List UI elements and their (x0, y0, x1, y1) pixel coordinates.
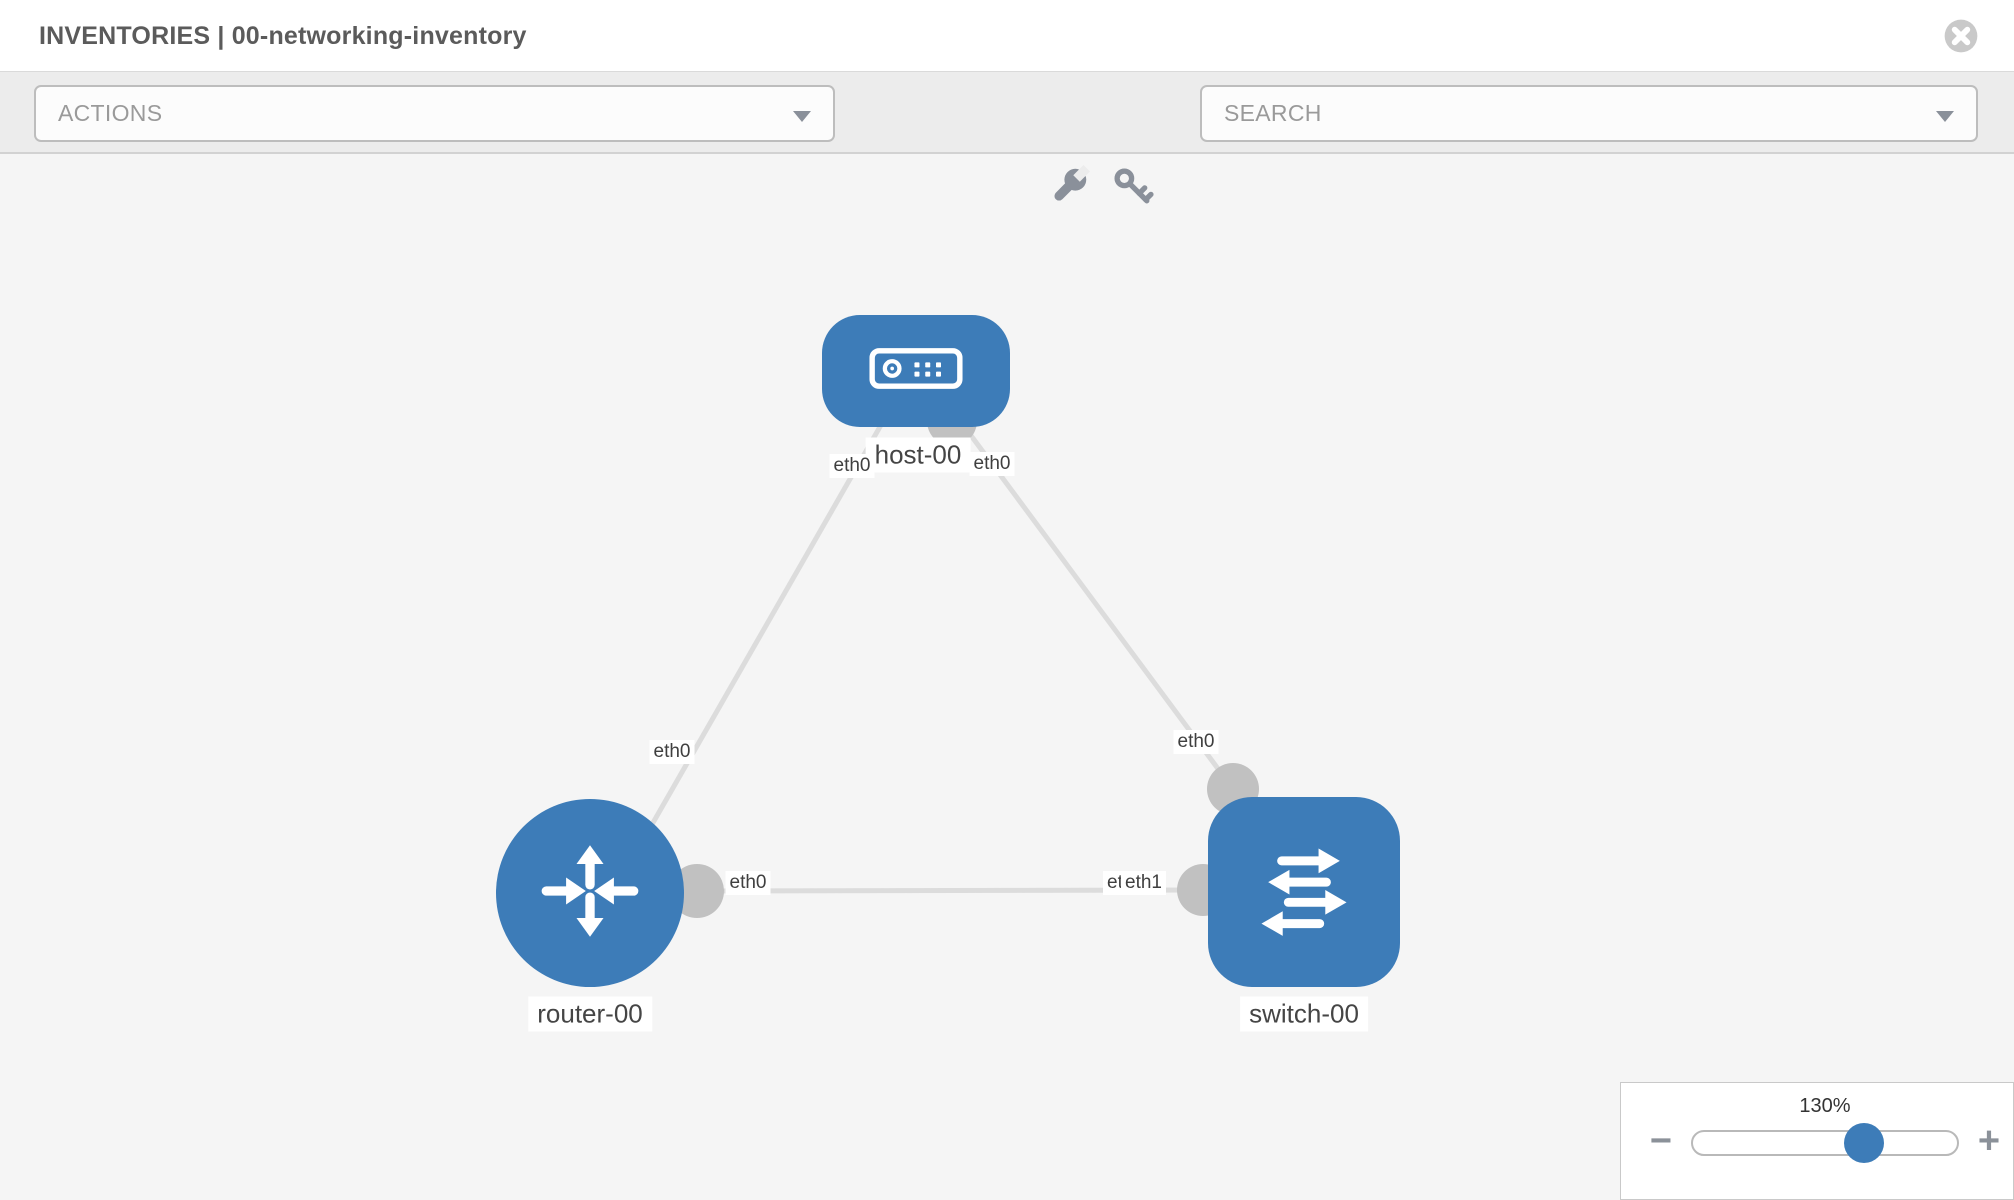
topology-canvas[interactable] (0, 156, 2014, 1200)
zoom-slider-track[interactable] (1691, 1130, 1959, 1156)
node-label-router-00: router-00 (528, 996, 652, 1032)
actions-dropdown-value: ACTIONS (58, 100, 163, 126)
zoom-out-button[interactable]: − (1649, 1120, 1673, 1162)
iface-label-router-switch-router-end: eth0 (725, 871, 771, 895)
header-bar: INVENTORIES | 00-networking-inventory (0, 0, 2014, 72)
iface-label-router-host-link: eth0 (649, 740, 695, 764)
actions-dropdown[interactable]: ACTIONS (34, 85, 835, 142)
chevron-down-icon (793, 111, 811, 122)
node-router-00[interactable] (496, 799, 684, 987)
toolbar: ACTIONS S (0, 72, 2014, 204)
router-icon (538, 839, 642, 948)
search-dropdown-value: SEARCH (1224, 100, 1322, 126)
node-label-switch-00: switch-00 (1240, 996, 1368, 1032)
iface-label-host-left: eth0 (829, 454, 875, 478)
close-icon (1942, 19, 1980, 59)
chevron-down-icon (1936, 111, 1954, 122)
credentials-button[interactable] (1110, 164, 1156, 210)
host-icon (866, 340, 966, 402)
node-label-host-00: host-00 (865, 437, 971, 473)
switch-icon (1248, 834, 1360, 951)
wrench-icon (1045, 165, 1091, 214)
search-dropdown[interactable]: SEARCH (1200, 85, 1978, 142)
close-button[interactable] (1942, 17, 1980, 55)
tools-button[interactable] (1045, 164, 1091, 210)
page-title: INVENTORIES | 00-networking-inventory (39, 22, 527, 50)
zoom-level-readout: 130% (1799, 1095, 1851, 1117)
zoom-in-button[interactable]: + (1977, 1120, 2001, 1162)
zoom-panel: 130% − + (1620, 1082, 2014, 1200)
node-host-00[interactable] (822, 315, 1010, 427)
zoom-slider-thumb[interactable] (1844, 1123, 1884, 1163)
node-switch-00[interactable] (1208, 797, 1400, 987)
iface-label-host-right: eth0 (969, 452, 1015, 476)
key-icon (1110, 168, 1156, 214)
iface-label-switch-host-link: eth0 (1173, 730, 1219, 754)
iface-label-router-switch-switch-end-eth1: eth1 (1121, 871, 1166, 895)
